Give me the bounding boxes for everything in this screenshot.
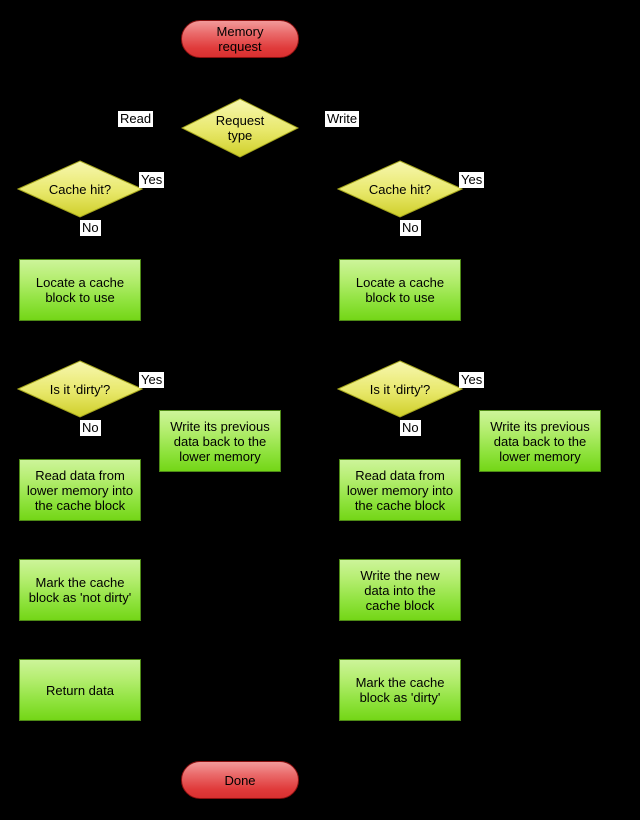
node-label: Cache hit? <box>368 181 432 197</box>
node-label: Is it 'dirty'? <box>49 381 111 397</box>
node-label: Return data <box>46 682 114 698</box>
diamond-shape <box>17 360 143 418</box>
edge-label-write-hit-no: No <box>400 220 421 236</box>
node-request-type[interactable]: Request type <box>181 98 299 158</box>
node-read-cache-hit[interactable]: Cache hit? <box>17 160 143 218</box>
edge-label-read-hit-yes: Yes <box>139 172 165 188</box>
node-read-is-dirty[interactable]: Is it 'dirty'? <box>17 360 143 418</box>
node-label: Locate a cache block to use <box>35 275 125 305</box>
node-label: Write its previous data back to the lowe… <box>490 418 590 464</box>
node-write-is-dirty[interactable]: Is it 'dirty'? <box>337 360 463 418</box>
node-read-writeback[interactable]: Write its previous data back to the lowe… <box>159 410 281 472</box>
edge-label-read: Read <box>118 111 154 127</box>
edge-label-read-dirty-yes: Yes <box>139 372 165 388</box>
node-label: Read data from lower memory into the cac… <box>26 467 134 513</box>
node-write-cache-hit[interactable]: Cache hit? <box>337 160 463 218</box>
node-label: Write its previous data back to the lowe… <box>170 418 270 464</box>
node-label: Memory request <box>216 24 264 54</box>
diamond-shape <box>337 160 463 218</box>
node-write-fill-block[interactable]: Read data from lower memory into the cac… <box>339 459 461 521</box>
node-label: Cache hit? <box>48 181 112 197</box>
node-label: Write the new data into the cache block <box>360 567 440 613</box>
diamond-shape <box>181 98 299 158</box>
diamond-shape <box>17 160 143 218</box>
node-label: Mark the cache block as 'not dirty' <box>28 575 132 605</box>
node-read-fill-block[interactable]: Read data from lower memory into the cac… <box>19 459 141 521</box>
edge-label-read-dirty-no: No <box>80 420 101 436</box>
node-label: Read data from lower memory into the cac… <box>346 467 454 513</box>
edge-label-write-dirty-no: No <box>400 420 421 436</box>
node-label: Locate a cache block to use <box>355 275 445 305</box>
node-label: Mark the cache block as 'dirty' <box>355 675 445 705</box>
node-read-locate-block[interactable]: Locate a cache block to use <box>19 259 141 321</box>
edge-label-write-hit-yes: Yes <box>459 172 485 188</box>
edge-label-write-dirty-yes: Yes <box>459 372 485 388</box>
node-read-mark-not-dirty[interactable]: Mark the cache block as 'not dirty' <box>19 559 141 621</box>
edge-label-write: Write <box>325 111 360 127</box>
diamond-shape <box>337 360 463 418</box>
node-memory-request[interactable]: Memory request <box>181 20 299 58</box>
node-write-locate-block[interactable]: Locate a cache block to use <box>339 259 461 321</box>
node-write-mark-dirty[interactable]: Mark the cache block as 'dirty' <box>339 659 461 721</box>
node-return-data[interactable]: Return data <box>19 659 141 721</box>
node-label: Done <box>224 772 256 788</box>
edge-label-read-hit-no: No <box>80 220 101 236</box>
node-done[interactable]: Done <box>181 761 299 799</box>
node-write-writeback[interactable]: Write its previous data back to the lowe… <box>479 410 601 472</box>
node-write-store-data[interactable]: Write the new data into the cache block <box>339 559 461 621</box>
node-label: Request type <box>215 113 265 143</box>
node-label: Is it 'dirty'? <box>369 381 431 397</box>
